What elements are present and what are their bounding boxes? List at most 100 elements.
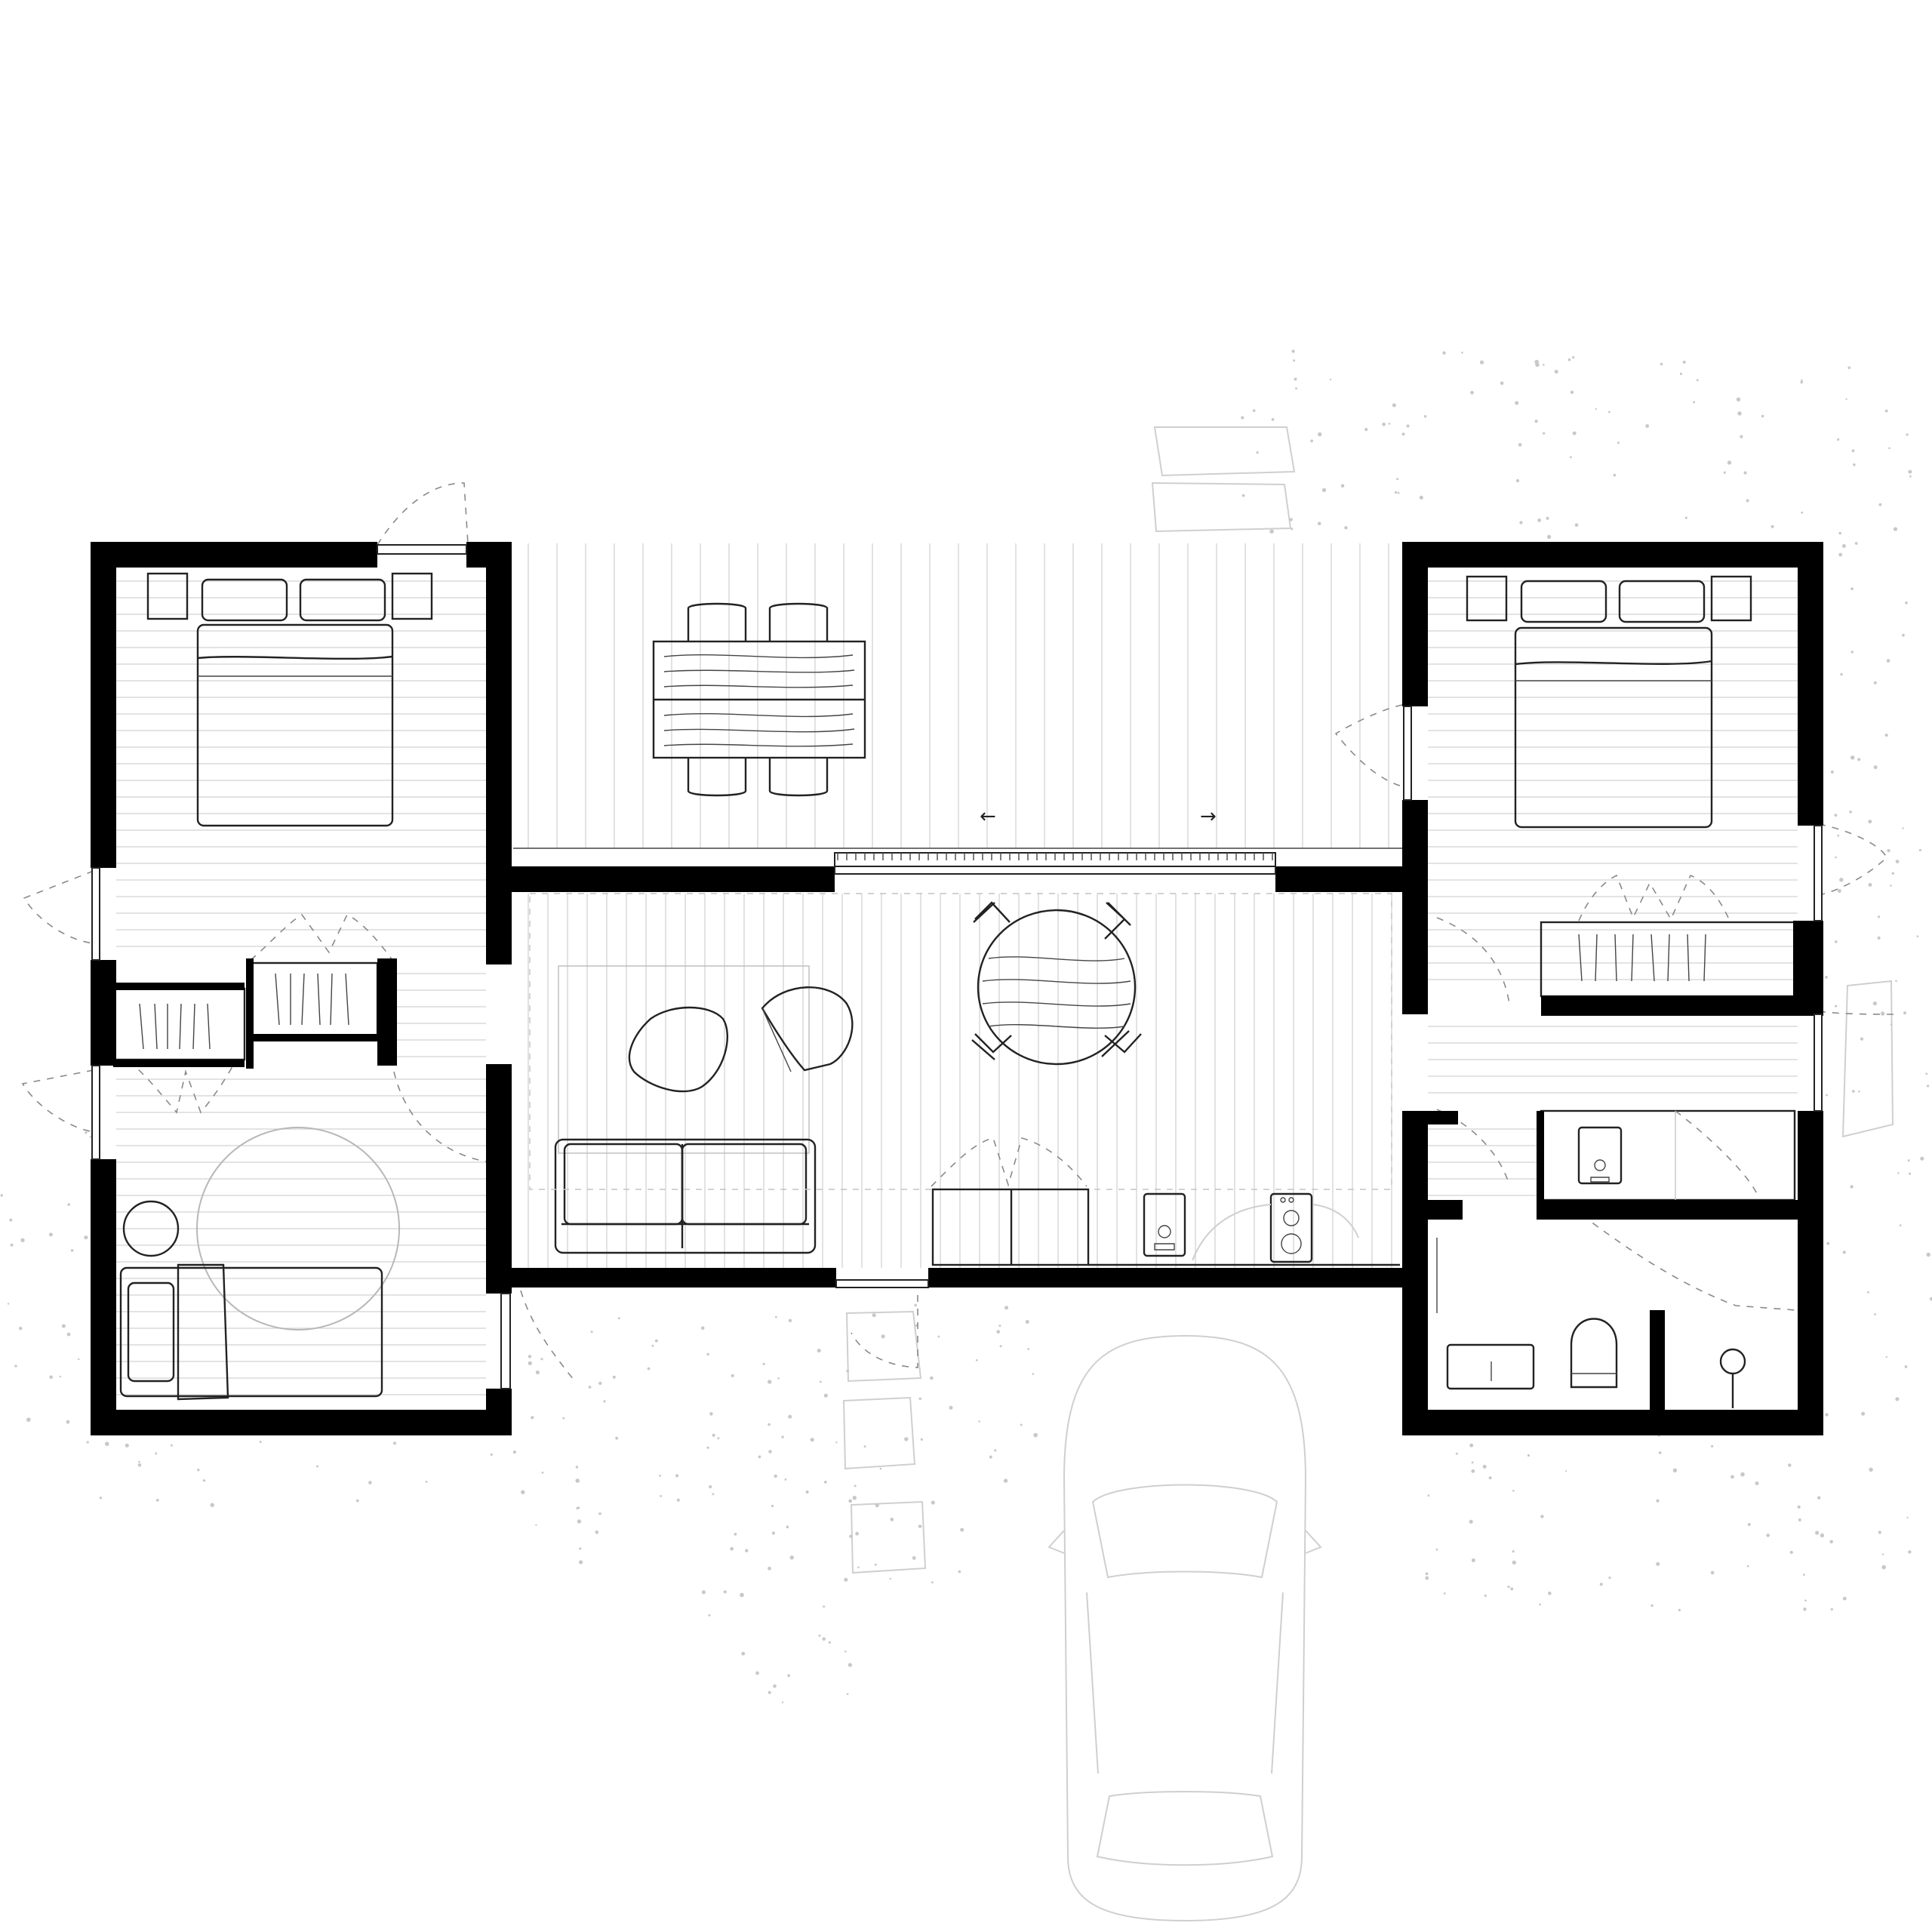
ground-dot [1471, 1469, 1475, 1473]
ground-dot [914, 1303, 917, 1307]
ground-dot [781, 1701, 784, 1703]
ground-dot [1905, 601, 1908, 605]
ground-dot [709, 1485, 712, 1489]
ground-dot [1830, 771, 1834, 774]
sink-icon [1577, 1126, 1623, 1185]
ground-dot [1815, 1531, 1820, 1535]
ground-dot [598, 1512, 601, 1515]
ground-dot [588, 1386, 592, 1389]
single-bed-icon [119, 1263, 383, 1401]
ground-dot [612, 1375, 616, 1379]
ground-dot [1484, 1594, 1487, 1597]
car-icon [1048, 1334, 1322, 1922]
ground-dot [958, 1570, 961, 1574]
ground-dot [708, 1614, 711, 1617]
door-swings [21, 482, 1895, 1380]
ground-dot [846, 1693, 849, 1695]
ground-dot [125, 1443, 129, 1447]
bedroom-right [1466, 575, 1796, 998]
ground-dot [59, 1375, 62, 1378]
ground-dot [1003, 1478, 1008, 1483]
ground-dot [1868, 820, 1872, 824]
ground-dot [777, 1377, 780, 1380]
ground-dot [1920, 1156, 1924, 1161]
ground-dot [1537, 518, 1541, 522]
ground-dot [1740, 435, 1743, 438]
ground-dot [1295, 387, 1297, 390]
ground-dot [1293, 359, 1296, 362]
ground-dot [1443, 1592, 1446, 1595]
ground-dot [1539, 1603, 1541, 1606]
ground-dot [875, 1503, 879, 1508]
ground-dot [202, 1479, 206, 1482]
ground-dot [1746, 1564, 1749, 1567]
ground-dot [1838, 552, 1843, 557]
ground-dot [706, 1352, 709, 1356]
ground-dot [1693, 401, 1696, 404]
ground-dot [259, 1441, 262, 1444]
ground-dot [874, 1563, 877, 1566]
wall-segment [512, 866, 835, 892]
ground-dot [1891, 872, 1894, 875]
wall-segment [113, 983, 245, 990]
ground-dot [1696, 379, 1699, 382]
ground-dot [1241, 416, 1244, 420]
ground-dot [1902, 827, 1904, 829]
ground-dot [1425, 1576, 1429, 1580]
ground-dot [598, 1381, 602, 1386]
sliding-door [834, 852, 1276, 875]
ground-dot [1746, 499, 1749, 503]
ground-dot [717, 1437, 720, 1440]
ground-dot [1543, 432, 1546, 435]
ground-dot [931, 1500, 935, 1505]
ground-dot [855, 1531, 859, 1536]
ground-dot [676, 1498, 680, 1502]
ground-dot [1572, 431, 1577, 435]
ground-dot [1252, 409, 1256, 412]
bedroom-top-left [146, 572, 433, 827]
ground-dot [1851, 1090, 1855, 1093]
ground-dot [66, 1420, 70, 1424]
ground-dot [931, 1581, 934, 1584]
ground-dot [1841, 544, 1846, 548]
ground-dot [904, 1437, 909, 1441]
ground-dot [1032, 1373, 1035, 1375]
ground-dot [1455, 1452, 1458, 1455]
ground-dot [768, 1380, 772, 1384]
ground-dot [1435, 1548, 1438, 1551]
windows [91, 544, 1823, 1389]
ground-dot [1527, 1454, 1530, 1457]
ground-dot [1427, 1494, 1430, 1497]
ground-dot [1656, 1561, 1660, 1566]
ground-dot [1803, 1574, 1805, 1577]
ground-dot [823, 1481, 827, 1484]
ground-dot [918, 1397, 921, 1401]
ground-dot [1755, 1481, 1759, 1485]
ground-dot [1899, 1224, 1902, 1226]
ground-dot [1546, 516, 1549, 520]
ground-dot [1881, 1564, 1886, 1570]
ground-dot [1853, 463, 1856, 466]
ground-dot [848, 1499, 853, 1503]
wall-segment [1426, 1111, 1458, 1124]
ground-dot [1574, 523, 1579, 527]
ground-dot [848, 1663, 852, 1667]
ground-dot [810, 1438, 814, 1442]
ground-dot [823, 1393, 828, 1398]
ground-dot [521, 1490, 525, 1494]
wall-segment [1402, 1410, 1823, 1435]
ground-dot [781, 1435, 784, 1438]
ground-dot [712, 1433, 715, 1437]
ground-dot [1736, 397, 1741, 401]
ground-dot [1567, 358, 1571, 361]
ground-dot [1595, 408, 1598, 411]
ground-dot [1711, 1444, 1714, 1447]
wall-segment [113, 1060, 245, 1067]
ground-dot [1847, 366, 1850, 370]
ground-dot [0, 1194, 3, 1197]
ground-dot [1850, 587, 1854, 590]
ground-dot [1869, 1467, 1873, 1472]
ground-dot [84, 1235, 88, 1240]
ground-dot [1515, 401, 1519, 405]
ground-dot [771, 1531, 775, 1535]
